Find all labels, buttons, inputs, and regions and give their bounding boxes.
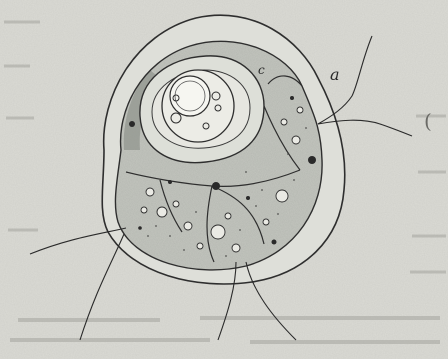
label-c: c (258, 63, 265, 77)
nucleolus (170, 76, 210, 116)
page-edge-mark: ( (424, 109, 432, 133)
label-a: a (330, 65, 340, 84)
